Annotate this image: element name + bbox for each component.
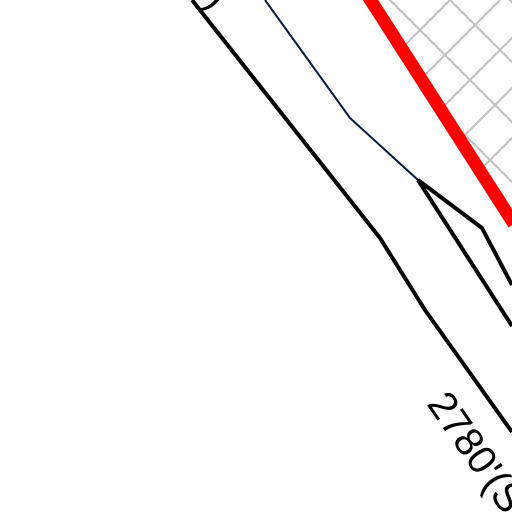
road-right-edge-upper: [416, 178, 512, 286]
road-left-edge: [190, 0, 512, 434]
road-right-edge-lower: [416, 178, 512, 328]
red-boundary-line: [362, 0, 512, 228]
road-inner-edge: [264, 0, 419, 181]
